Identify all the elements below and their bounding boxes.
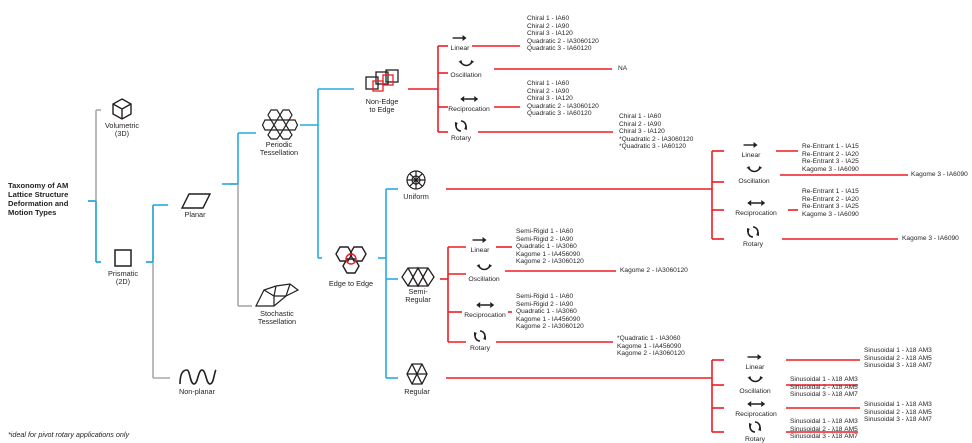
double-arrow-icon: [476, 302, 494, 308]
planar-label: Planar: [184, 210, 206, 219]
motion-linear: Linear: [451, 34, 469, 52]
list-uniform-rotary: Kagome 3 - IA6090: [902, 235, 959, 242]
uniform-label: Uniform: [403, 192, 429, 201]
arrow-right-icon: [453, 35, 467, 41]
arc-icon: [745, 166, 762, 173]
semi-regular-label: Semi-Regular: [405, 287, 431, 305]
hexagon-triangle-icon: [401, 266, 435, 288]
motion-rotary: Rotary: [743, 226, 763, 248]
edge-to-edge-label: Edge to Edge: [328, 279, 374, 288]
parallelogram-icon: [180, 193, 212, 209]
motion-linear: Linear: [746, 353, 764, 371]
arrow-right-icon: [744, 142, 758, 148]
motion-oscillation: Oscillation: [450, 60, 482, 79]
non-planar-label: Non-planar: [178, 387, 216, 396]
motion-reciprocation: Reciprocation: [735, 199, 777, 217]
motion-oscillation: Oscillation: [468, 264, 500, 283]
cube-icon: [112, 98, 132, 120]
list-uniform-oscillation: Kagome 3 - IA6090: [911, 171, 968, 178]
arrow-right-icon: [473, 237, 487, 243]
motion-reciprocation: Reciprocation: [735, 400, 777, 418]
rotation-icon: [474, 330, 486, 342]
wave-icon: [179, 369, 217, 385]
arc-icon: [457, 60, 474, 67]
double-arrow-icon: [747, 200, 765, 206]
motion-rotary: Rotary: [745, 421, 765, 443]
motion-linear: Linear: [742, 141, 760, 159]
double-arrow-icon: [460, 96, 478, 102]
motion-linear: Linear: [471, 236, 489, 254]
hexagon-triangle-icon: [406, 363, 428, 385]
footnote: *ideal for pivot rotary applications onl…: [8, 430, 130, 439]
list-semi-oscillation: Kagome 2 - IA3060120: [620, 267, 688, 274]
regular-label: Regular: [404, 387, 430, 396]
arrow-right-icon: [748, 354, 762, 360]
overlapping-squares-icon: [365, 69, 399, 92]
square-icon: [114, 249, 132, 267]
rotation-icon: [455, 120, 467, 132]
arc-icon: [475, 264, 492, 271]
motion-rotary: Rotary: [451, 120, 471, 142]
prismatic-label: Prismatic(2D): [108, 269, 138, 287]
motion-reciprocation: Reciprocation: [464, 301, 506, 319]
hex-chain-icon: [335, 246, 367, 274]
rotation-icon: [747, 226, 759, 238]
volumetric-label: Volumetric(3D): [104, 121, 140, 139]
motion-oscillation: Oscillation: [739, 376, 771, 395]
stochastic-polygon-icon: [255, 283, 300, 307]
list-ne-oscillation: NA: [618, 65, 628, 72]
hexagon-cluster-icon: [262, 109, 298, 140]
arc-icon: [746, 376, 763, 383]
double-arrow-icon: [747, 401, 765, 407]
motion-rotary: Rotary: [470, 330, 490, 352]
motion-reciprocation: Reciprocation: [448, 95, 490, 113]
motion-oscillation: Oscillation: [738, 166, 770, 185]
rotation-icon: [749, 421, 761, 433]
circle-lattice-icon: [406, 170, 426, 190]
